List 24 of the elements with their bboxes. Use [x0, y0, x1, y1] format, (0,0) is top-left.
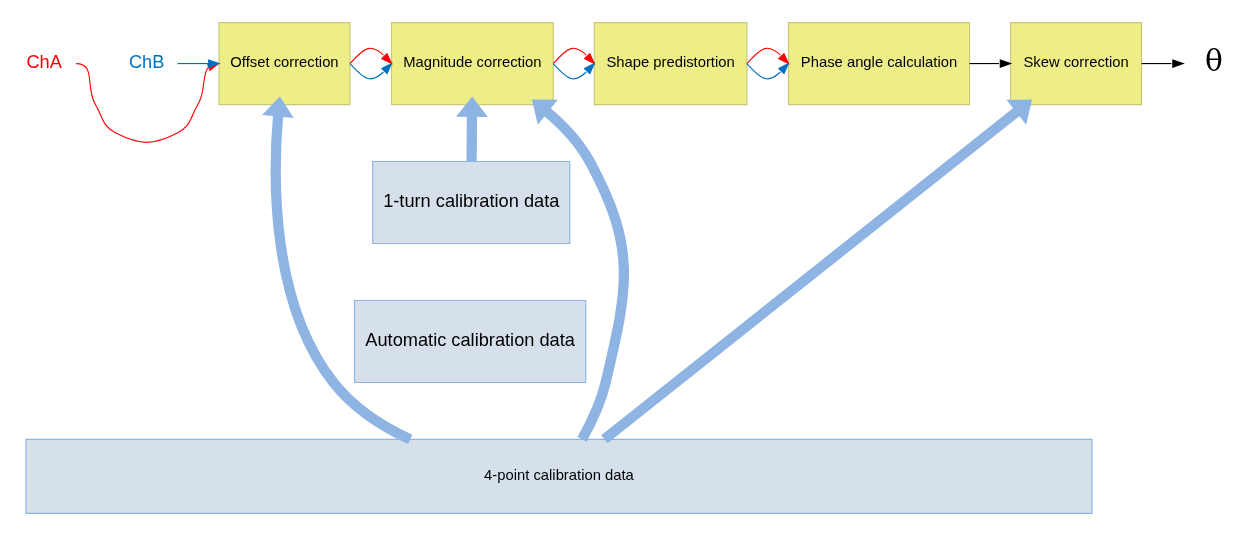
arrow [601, 99, 1033, 444]
node-box: Skew correction [1009, 22, 1143, 106]
arrow [968, 59, 1013, 68]
node-text: ChB [128, 51, 165, 72]
node-box: 1-turn calibration data [372, 160, 571, 245]
node-box: Automatic calibration data [353, 299, 587, 384]
node-box: Offset correction [218, 22, 351, 106]
node-box: Phase angle calculation [787, 22, 971, 106]
arrow [262, 96, 413, 445]
arrow [746, 47, 790, 65]
arrow [176, 59, 221, 68]
node-box: Shape predistortion [593, 22, 748, 106]
arrow [456, 96, 488, 162]
node-text: ChA [26, 51, 62, 72]
arrow [349, 62, 393, 80]
arrow [1140, 59, 1185, 68]
arrow [531, 99, 629, 442]
arrow [746, 62, 790, 80]
arrow [349, 47, 393, 65]
node-box: 4-point calibration data [25, 438, 1093, 514]
arrow [552, 47, 596, 65]
node-text: θ [1204, 43, 1223, 78]
node-box: Magnitude correction [390, 22, 554, 106]
arrow [552, 62, 596, 80]
